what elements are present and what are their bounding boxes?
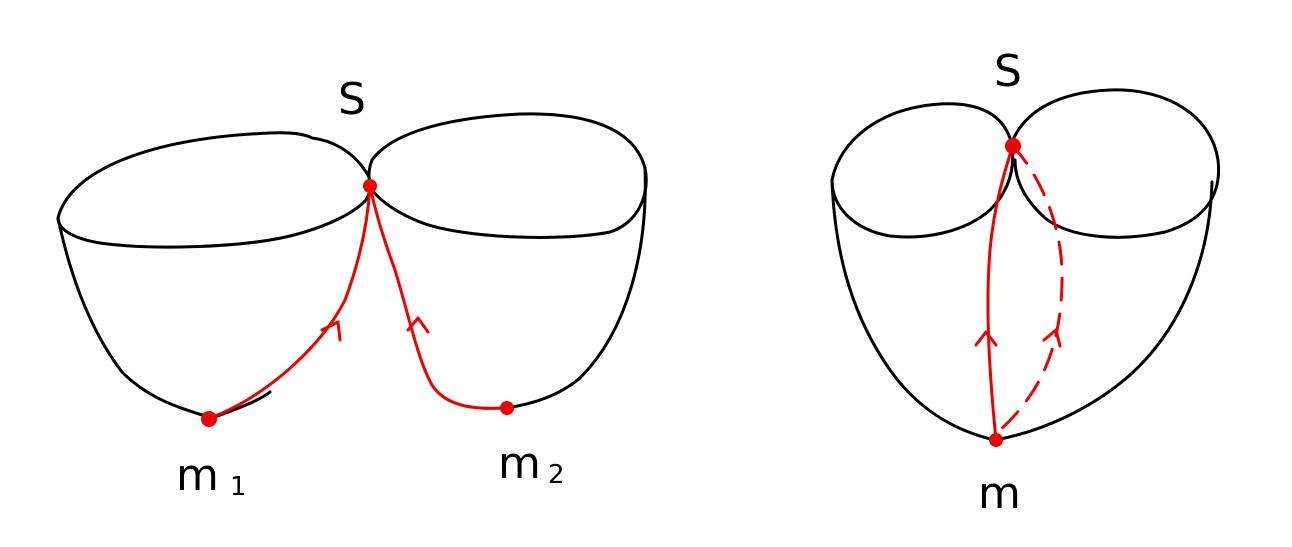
left-bowl-rim-left [56, 131, 372, 249]
left-bowl-body-left [56, 216, 214, 420]
left-bowl-body-right [503, 166, 647, 410]
arrow-head-right-1 [974, 330, 998, 347]
right-heart-bowl [830, 88, 1221, 442]
right-body-right [993, 180, 1214, 442]
saddle-point-left [363, 179, 377, 193]
path-m-to-s-front [986, 143, 1015, 442]
saddle-point-right [1005, 138, 1021, 154]
left-bowl-rim-right [367, 112, 648, 239]
left-gradient-paths [208, 184, 508, 420]
label-m2-subscript: 2 [548, 460, 565, 490]
path-m-to-s-back [998, 144, 1064, 432]
label-m: m [978, 468, 1021, 519]
label-s-right: S [994, 46, 1022, 97]
min-point-m2 [500, 401, 514, 415]
left-double-bowl [56, 112, 648, 420]
right-rim-right [1010, 88, 1221, 239]
label-m2: m [498, 438, 541, 489]
min-point-m [989, 433, 1003, 447]
label-s-left: S [338, 74, 366, 125]
arrow-head-left-1 [320, 320, 342, 342]
min-point-m1 [201, 411, 217, 427]
right-body-left [830, 178, 997, 442]
path-m1-to-s [208, 184, 372, 420]
right-gradient-paths [974, 143, 1064, 442]
path-m2-to-s [368, 184, 508, 410]
right-rim-left [830, 102, 1015, 239]
label-m1-subscript: 1 [230, 472, 247, 502]
arrow-head-left-2 [406, 316, 430, 334]
label-m1: m [176, 450, 219, 501]
arrow-head-right-2 [1042, 328, 1062, 348]
